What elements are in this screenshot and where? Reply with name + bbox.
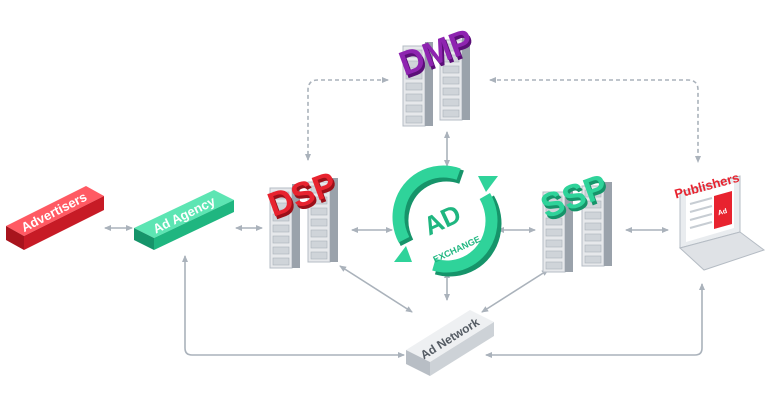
connectors	[104, 77, 705, 358]
ad-network-node: Ad Network	[406, 310, 494, 376]
link-dmp-publishers	[489, 77, 701, 163]
ad-exchange-label: AD	[419, 198, 466, 241]
ad-exchange-node: AD EXCHANGE	[392, 165, 502, 277]
exchange-arrow-icon-2	[394, 246, 412, 262]
link-agency-network	[182, 255, 405, 358]
link-publishers-network	[485, 283, 705, 358]
laptop-keyboard-icon	[678, 231, 766, 271]
exchange-arrow-icon	[478, 176, 498, 192]
link-dsp-network	[339, 265, 413, 313]
ad-banner-icon	[714, 191, 732, 229]
advertisers-node: Advertisers	[6, 186, 104, 250]
publishers-node: Ad Publishers	[673, 170, 766, 271]
publishers-badge: Ad	[717, 208, 728, 217]
dmp-node: DMP DMP	[394, 22, 480, 127]
ssp-node: SSP SSP	[536, 167, 615, 273]
dsp-node: DSP DSP	[263, 165, 344, 269]
link-dmp-dsp	[305, 77, 389, 161]
link-ssp-network	[481, 269, 549, 313]
ad-agency-node: Ad Agency	[134, 190, 234, 250]
